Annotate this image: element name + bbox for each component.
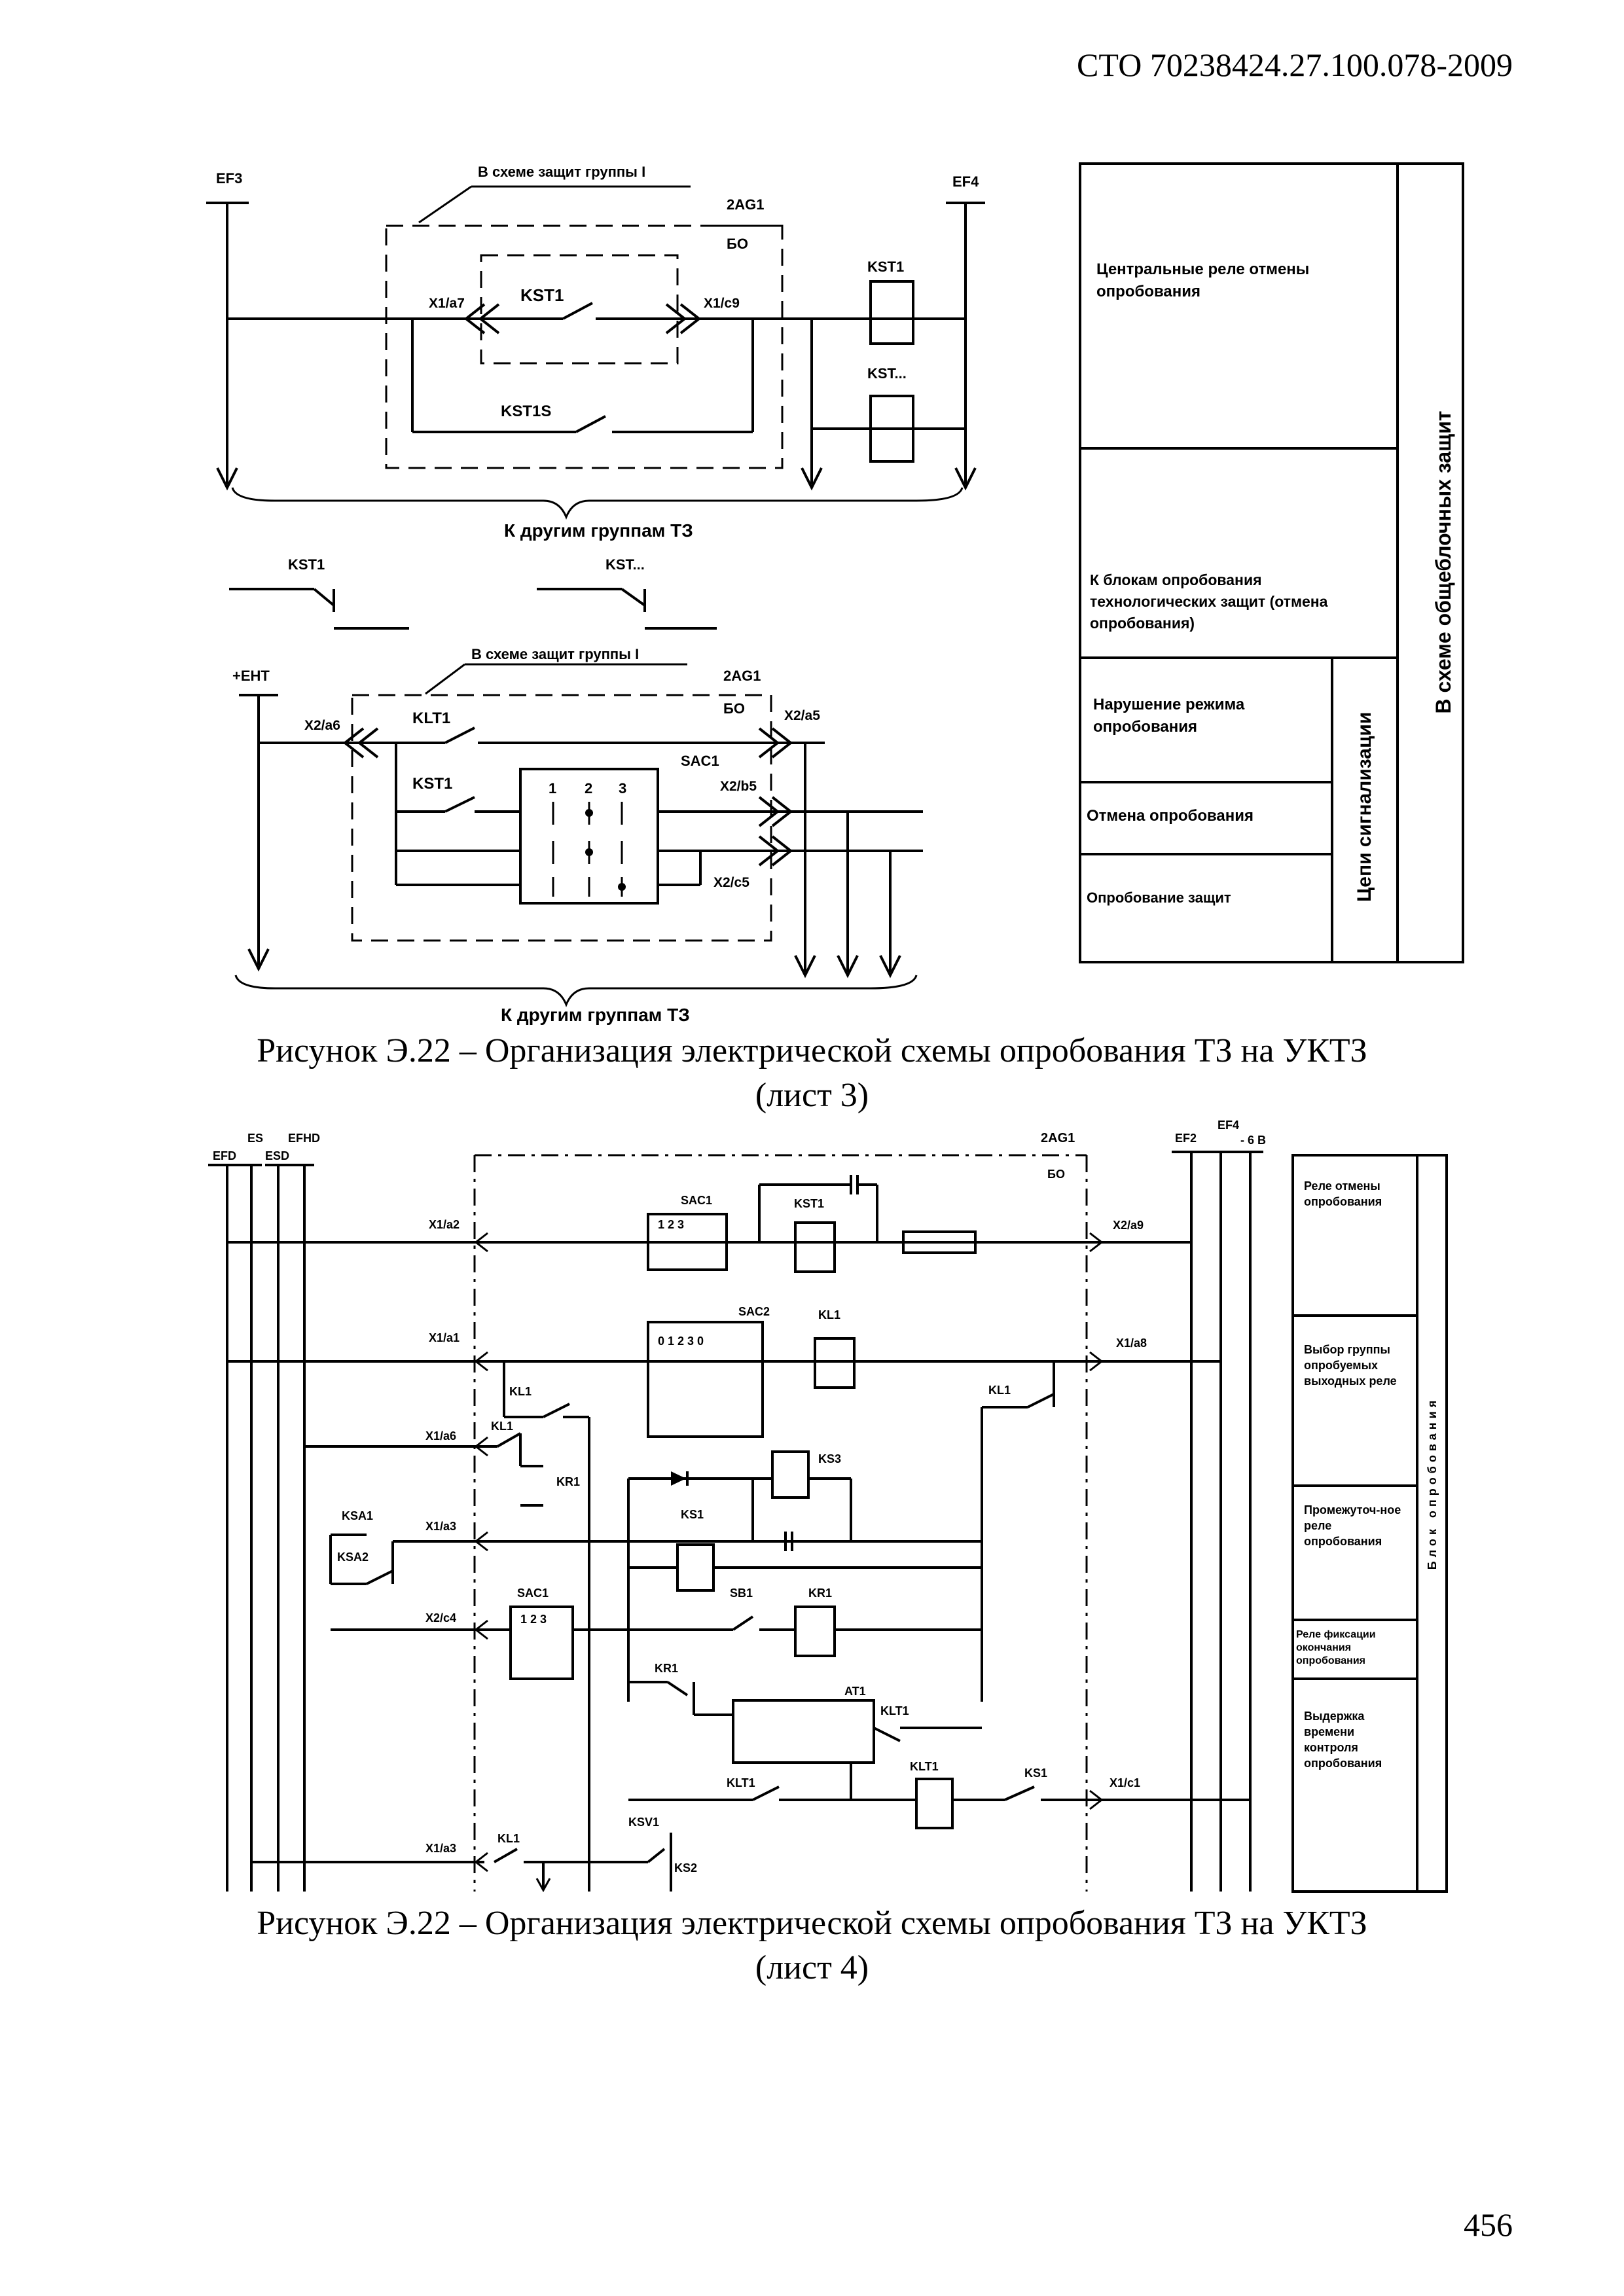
label-2ag1-2: 2AG1 — [723, 668, 761, 684]
sheet4-table-row2: Выбор группы опробуемых выходных реле — [1304, 1343, 1397, 1388]
label-kst1s: KST1S — [501, 403, 551, 420]
document-code: СТО 70238424.27.100.078-2009 — [1077, 46, 1513, 83]
caption-sheet4-line2: (лист 4) — [755, 1949, 869, 1986]
label-eht: +EHT — [232, 668, 270, 684]
label-kst-dots-timing: KST... — [605, 556, 645, 573]
label-kst1-lower: KST1 — [412, 775, 452, 793]
caption-sheet3-line1: Рисунок Э.22 – Организация электрической… — [257, 1032, 1367, 1069]
sheet4-table-row1: Реле отмены опробования — [1304, 1179, 1382, 1208]
label-other-groups-1: К другим группам ТЗ — [504, 520, 693, 541]
label-kst1-contact: KST1 — [520, 285, 564, 305]
label-kst1-timing: KST1 — [288, 556, 325, 573]
label-x1c9: X1/c9 — [704, 296, 740, 311]
label-ef4: EF4 — [952, 173, 979, 190]
label-bo: БО — [727, 236, 748, 252]
label-x2b5: X2/b5 — [720, 779, 757, 794]
label-group-note: В схеме защит группы I — [478, 164, 645, 180]
label-klt1: KLT1 — [412, 709, 450, 727]
sac1-pos-1: 1 — [549, 780, 556, 797]
label-x2a5: X2/a5 — [784, 708, 820, 723]
caption-sheet4-line1: Рисунок Э.22 – Организация электрической… — [257, 1905, 1367, 1942]
sac1-pos-2: 2 — [585, 780, 592, 797]
sheet4-table-row3: Промежуточ-ное реле опробования — [1304, 1503, 1401, 1548]
label-x1a7: X1/a7 — [429, 296, 465, 311]
sheet3-table-row4: Отмена опробования — [1087, 807, 1254, 825]
label-sac1: SAC1 — [681, 753, 719, 769]
label-bo-2: БО — [723, 700, 745, 717]
label-x2a6: X2/a6 — [304, 718, 340, 733]
label-kst-dots: KST... — [867, 365, 907, 382]
label-group-note-2: В схеме защит группы I — [471, 646, 639, 662]
label-2ag1: 2AG1 — [727, 196, 764, 213]
sheet4-table-row5: Выдержка времени контроля опробования — [1304, 1710, 1382, 1770]
page-number: 456 — [1464, 2206, 1513, 2243]
caption-sheet3-line2: (лист 3) — [755, 1077, 869, 1114]
sheet4-table-vert: Блок опробования — [1426, 1396, 1439, 1570]
sheet3-table-row2: К блокам опробования технологических защ… — [1090, 571, 1328, 632]
sheet3-table-row1: Центральные реле отмены опробования — [1096, 260, 1310, 300]
sheet3-table-vert-general: В схеме общеблочных защит — [1432, 410, 1455, 714]
label-kst1-coil: KST1 — [867, 259, 904, 275]
sheet3-table-row5: Опробование защит — [1087, 889, 1231, 906]
sheet3-table-vert-signal: Цепи сигнализации — [1354, 711, 1375, 902]
sac1-pos-3: 3 — [619, 780, 626, 797]
label-ef3: EF3 — [216, 170, 242, 187]
label-x2c5: X2/c5 — [713, 875, 749, 890]
label-other-groups-2: К другим группам ТЗ — [501, 1005, 690, 1025]
sheet3-table-row3: Нарушение режима опробования — [1093, 696, 1245, 736]
sheet4-table-row4: Реле фиксации окончания опробования — [1296, 1629, 1376, 1666]
